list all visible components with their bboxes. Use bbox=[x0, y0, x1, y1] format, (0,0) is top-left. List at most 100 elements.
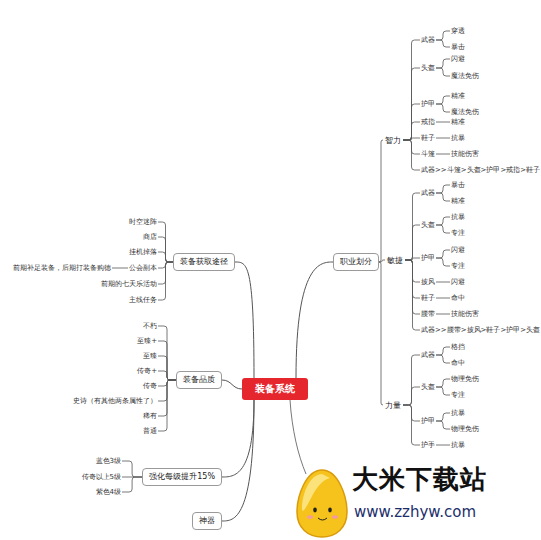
branch-line bbox=[290, 400, 306, 474]
topic-text: 护甲 bbox=[421, 254, 435, 262]
topic-text: 命中 bbox=[451, 359, 465, 367]
topic-text: 暴击 bbox=[451, 43, 465, 51]
branch-connector bbox=[436, 225, 450, 233]
branch-box: 职业划分 bbox=[333, 253, 379, 271]
branch-connector bbox=[296, 262, 333, 378]
branch-connector bbox=[222, 400, 254, 521]
leaf-topic: 披风 bbox=[420, 278, 436, 286]
branch-connector bbox=[436, 258, 450, 266]
branch-connector bbox=[436, 185, 450, 193]
leaf-topic: 精准 bbox=[450, 197, 466, 205]
leaf-topic: 魔法免伤 bbox=[450, 72, 480, 80]
leaf-topic: 武器 bbox=[420, 36, 436, 44]
topic-text: 腰带 bbox=[421, 310, 435, 318]
leaf-topic: 精准 bbox=[450, 92, 466, 100]
leaf-topic: 史诗（有其他两条属性了） bbox=[72, 397, 158, 405]
leaf-topic: 武器>>腰带>披风>鞋子>护甲>头盔 bbox=[420, 326, 541, 334]
leaf-topic: 抗暴 bbox=[450, 213, 466, 221]
branch-connector bbox=[436, 421, 450, 429]
leaf-topic: 头盔 bbox=[420, 383, 436, 391]
topic-text: 物理免伤 bbox=[451, 425, 479, 433]
branch-connector bbox=[436, 298, 450, 299]
leaf-topic: 护甲 bbox=[420, 100, 436, 108]
branch-connector bbox=[222, 380, 242, 389]
topic-text: 头盔 bbox=[421, 64, 435, 72]
topic-text: 精准 bbox=[451, 118, 465, 126]
branch-connector bbox=[436, 40, 450, 47]
topic-text: 稀有 bbox=[143, 412, 157, 420]
topic-text: 技能伤害 bbox=[451, 150, 479, 158]
branch-connector bbox=[436, 68, 450, 76]
topic-text: 头盔 bbox=[421, 383, 435, 391]
central-topic: 装备系统 bbox=[242, 378, 308, 400]
leaf-topic: 紫色4级 bbox=[95, 488, 122, 496]
topic-text: 紫色4级 bbox=[96, 488, 121, 496]
topic-text: 暴击 bbox=[451, 181, 465, 189]
branch-connector bbox=[403, 405, 420, 445]
topic-text: 专注 bbox=[451, 391, 465, 399]
topic-text: 披风 bbox=[421, 278, 435, 286]
topic-text: 职业划分 bbox=[340, 257, 372, 267]
topic-text: 抗暴 bbox=[451, 409, 465, 417]
branch-connector bbox=[405, 225, 420, 260]
topic-text: 魔法免伤 bbox=[451, 72, 479, 80]
topic-text: 护手 bbox=[421, 441, 435, 449]
topic-text: 至臻+ bbox=[137, 337, 157, 345]
sub-topic: 智力 bbox=[383, 136, 403, 145]
branch-connector bbox=[403, 40, 420, 140]
branch-connector bbox=[436, 250, 450, 258]
topic-text: 闪避 bbox=[451, 55, 465, 63]
topic-text: 头盔 bbox=[421, 221, 435, 229]
branch-connector bbox=[436, 193, 450, 201]
leaf-topic: 命中 bbox=[450, 294, 466, 302]
topic-text: 传奇 bbox=[143, 382, 157, 390]
branch-connector bbox=[403, 68, 420, 140]
leaf-topic: 鞋子 bbox=[420, 294, 436, 302]
topic-text: 蓝色3级 bbox=[96, 457, 121, 465]
topic-text: 抗暴 bbox=[451, 134, 465, 142]
leaf-topic: 时空迷阵 bbox=[128, 218, 158, 226]
branch-connector bbox=[158, 262, 173, 300]
sub-topic: 力量 bbox=[383, 401, 403, 410]
topic-text: 闪避 bbox=[451, 246, 465, 254]
topic-text: 鞋子 bbox=[421, 134, 435, 142]
branch-box: 强化每级提升15% bbox=[142, 468, 222, 486]
topic-text: 武器 bbox=[421, 36, 435, 44]
leaf-topic: 挂机掉落 bbox=[128, 248, 158, 256]
topic-text: 魔法免伤 bbox=[451, 108, 479, 116]
topic-text: 穿透 bbox=[451, 27, 465, 35]
topic-text: 闪避 bbox=[451, 278, 465, 286]
leaf-topic: 护甲 bbox=[420, 417, 436, 425]
branch-connector bbox=[436, 217, 450, 225]
leaf-topic: 传奇以上5级 bbox=[81, 473, 122, 481]
topic-text: 物理免伤 bbox=[451, 375, 479, 383]
branch-connector bbox=[436, 355, 450, 363]
topic-text: 护甲 bbox=[421, 100, 435, 108]
branch-connector bbox=[112, 268, 128, 269]
topic-text: 武器 bbox=[421, 189, 435, 197]
branch-connector bbox=[122, 477, 142, 492]
leaf-topic: 头盔 bbox=[420, 64, 436, 72]
topic-text: 抗暴 bbox=[451, 213, 465, 221]
branch-connector bbox=[436, 31, 450, 40]
topic-text: 抗暴 bbox=[451, 441, 465, 449]
topic-text: 强化每级提升15% bbox=[149, 472, 215, 482]
leaf-topic: 前期的七天乐活动 bbox=[100, 280, 158, 288]
branch-connector bbox=[436, 154, 450, 155]
topic-text: 装备获取途径 bbox=[180, 257, 228, 267]
branch-connector bbox=[436, 122, 450, 123]
leaf-topic: 头盔 bbox=[420, 221, 436, 229]
topic-text: 专注 bbox=[451, 262, 465, 270]
topic-text: 装备系统 bbox=[255, 383, 295, 395]
branch-connector bbox=[222, 400, 254, 477]
watermark-url: www.zzhyw.com bbox=[354, 504, 476, 521]
watermark-title: 大米下载站 bbox=[352, 465, 487, 494]
leaf-topic: 专注 bbox=[450, 391, 466, 399]
leaf-topic: 护甲 bbox=[420, 254, 436, 262]
leaf-topic: 稀有 bbox=[142, 412, 158, 420]
leaf-topic: 戒指 bbox=[420, 118, 436, 126]
topic-text: 装备品质 bbox=[183, 375, 215, 385]
branch-connector bbox=[436, 347, 450, 355]
leaf-topic: 暴击 bbox=[450, 43, 466, 51]
leaf-topic: 闪避 bbox=[450, 246, 466, 254]
